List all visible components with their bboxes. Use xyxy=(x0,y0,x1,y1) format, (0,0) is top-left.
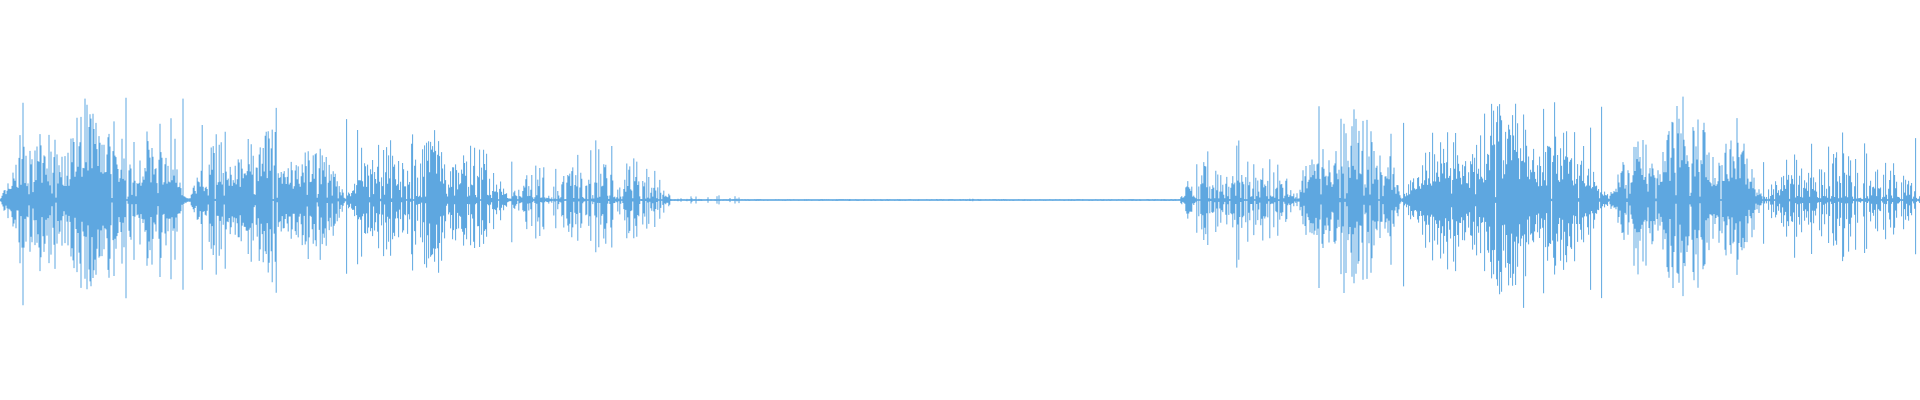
waveform-bars xyxy=(0,96,1920,308)
waveform-trace xyxy=(0,96,1920,308)
